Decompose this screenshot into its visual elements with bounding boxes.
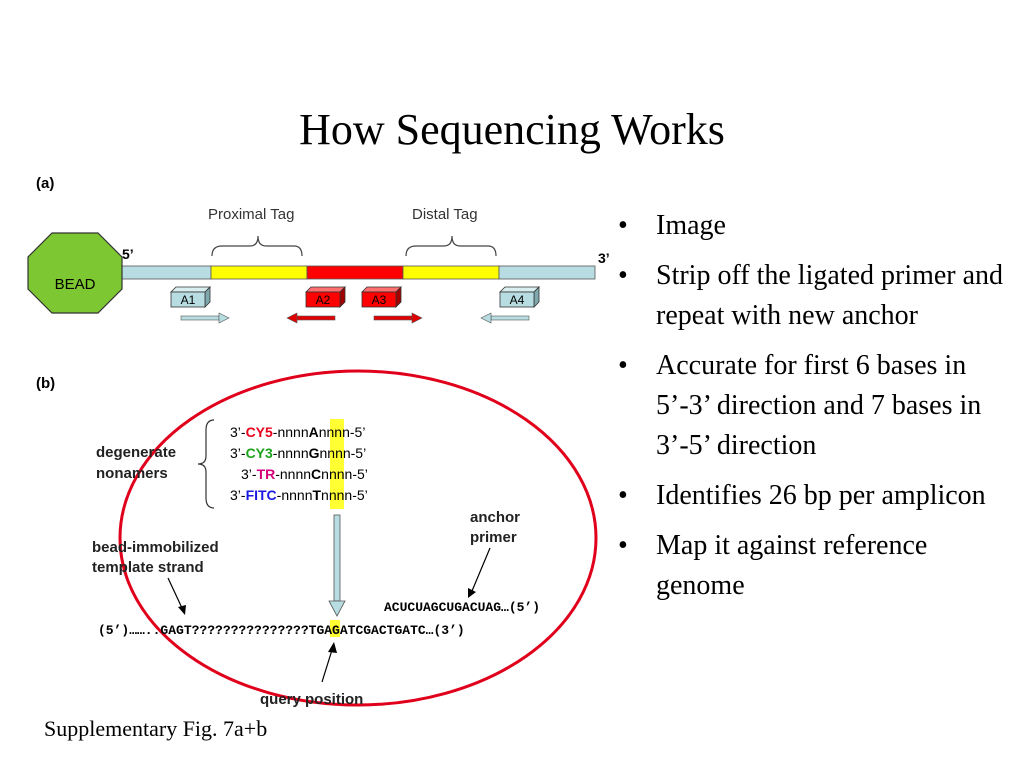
anchor-a2: A2 (305, 286, 346, 308)
bullet-item: •Accurate for first 6 bases in 5’-3’ dir… (618, 350, 982, 461)
anchor-primer-pointer (471, 547, 491, 592)
bullet-text: Strip off the ligated primer and repeat … (656, 260, 1004, 331)
template-label-1: bead-immobilized (92, 539, 219, 556)
bead-shape (27, 232, 123, 314)
probe-cy5: 3’-CY5-nnnnAnnnn-5’ (230, 424, 365, 440)
template-label-2: template strand (92, 559, 204, 576)
anchor-a2-label: A2 (316, 293, 331, 307)
down-arrow (328, 514, 346, 617)
arrow-a2-left (286, 312, 336, 324)
bullet-text: Image (656, 210, 726, 241)
anchor-primer-pointer-head (468, 588, 476, 598)
bullet-text: Identifies 26 bp per amplicon (656, 480, 986, 511)
anchor-a4-label: A4 (510, 293, 525, 307)
sequencing-figure: (a) Proximal Tag Distal Tag 5’ 3’ BEAD A… (27, 175, 610, 708)
query-highlight (330, 620, 340, 637)
template-sequence: (5’)……..GAGT???????????????TGAGATCGACTGA… (98, 623, 465, 638)
template-pointer-head (178, 605, 186, 615)
probe-fitc: 3’-FITC-nnnnTnnnn-5’ (230, 487, 368, 503)
probe-cy3: 3’-CY3-nnnnGnnnn-5’ (230, 445, 366, 461)
anchor-a1-label: A1 (181, 293, 196, 307)
template-pointer (167, 577, 183, 609)
center-segment (306, 265, 404, 280)
strand-right (498, 265, 596, 280)
base-highlight-column (330, 419, 344, 509)
nonamer-brace (197, 419, 215, 509)
panel-b-label: (b) (36, 375, 55, 392)
degenerate-label: degenerate (96, 444, 176, 461)
arrow-a4-left (480, 312, 530, 324)
bullet-item: •Identifies 26 bp per amplicon (618, 480, 986, 511)
anchor-primer-label-1: anchor (470, 509, 520, 526)
nonamers-label: nonamers (96, 465, 168, 482)
arrow-a3-right (373, 312, 423, 324)
three-prime-end: 3’ (598, 250, 610, 266)
probe-rows: 3’-CY5-nnnnAnnnn-5’ 3’-CY3-nnnnGnnnn-5’ … (230, 424, 368, 503)
figure-caption: Supplementary Fig. 7a+b (44, 716, 268, 741)
bead-label: BEAD (55, 276, 96, 293)
anchor-a4: A4 (499, 286, 540, 308)
query-position-label: query position (260, 691, 363, 708)
slide-title: How Sequencing Works (299, 105, 725, 154)
anchor-primer-label-2: primer (470, 529, 517, 546)
panel-a-label: (a) (36, 175, 54, 192)
probe-tr: 3’-TR-nnnnCnnnn-5’ (241, 466, 368, 482)
strand-left (107, 265, 212, 280)
bullet-item: •Strip off the ligated primer and repeat… (618, 260, 1004, 331)
distal-tag-segment (402, 265, 500, 280)
bullet-text: Accurate for first 6 bases in 5’-3’ dire… (656, 350, 982, 461)
proximal-brace (211, 235, 303, 257)
distal-tag-label: Distal Tag (412, 206, 478, 223)
anchor-a3: A3 (361, 286, 402, 308)
proximal-tag-label: Proximal Tag (208, 206, 294, 223)
five-prime-end: 5’ (122, 246, 134, 262)
highlight-circle (118, 369, 598, 707)
query-pointer-head (328, 642, 337, 653)
anchor-sequence: ACUCUAGCUGACUAG…(5’) (384, 600, 540, 615)
distal-brace (405, 235, 497, 257)
bullet-list: •Image •Strip off the ligated primer and… (616, 206, 1016, 616)
arrow-a1-right (180, 312, 230, 324)
proximal-tag-segment (210, 265, 308, 280)
query-pointer (321, 649, 333, 683)
anchor-a1: A1 (170, 286, 211, 308)
bullet-item: •Map it against reference genome (618, 530, 928, 601)
anchor-a3-label: A3 (372, 293, 387, 307)
bullet-text: Map it against reference genome (656, 530, 928, 601)
bullet-item: •Image (618, 210, 726, 241)
